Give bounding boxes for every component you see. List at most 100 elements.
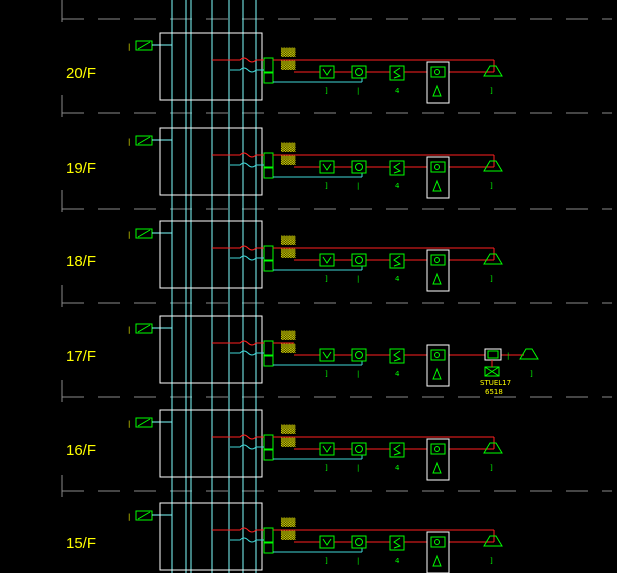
- junction-box: [263, 152, 274, 168]
- wire-label: ▒▒▒: [281, 47, 296, 57]
- cyan-wire: [230, 350, 264, 356]
- floor-panel-box: [159, 502, 263, 571]
- cyan-wire: [230, 67, 264, 73]
- horn-icon: [483, 437, 503, 454]
- device-tick: ]: [325, 464, 328, 472]
- junction-box: [263, 72, 274, 84]
- red-wire: [212, 434, 264, 440]
- panel-icon: [135, 40, 153, 51]
- wire-label: ▒▒▒: [281, 530, 296, 540]
- speaker-icon: [426, 531, 450, 573]
- switch-module-icon: [389, 442, 405, 458]
- device-tick: 4: [395, 557, 400, 565]
- fire-module-icon: [319, 348, 335, 362]
- control-module-icon: [351, 65, 367, 79]
- device-tick: |: [357, 464, 359, 472]
- red-wire: [212, 245, 264, 251]
- switch-module-icon: [389, 348, 405, 364]
- panel-tick: |: [128, 326, 130, 334]
- horn-icon: [483, 530, 503, 547]
- device-tick: |: [357, 370, 359, 378]
- cyan-wire: [230, 444, 264, 450]
- device-tick: ]: [490, 87, 493, 95]
- panel-tick: |: [128, 138, 130, 146]
- extra-device-label: STUEL17: [480, 379, 511, 387]
- speaker-icon: [426, 344, 450, 387]
- junction-box: [263, 57, 274, 73]
- control-module-icon: [351, 535, 367, 549]
- junction-box: [263, 542, 274, 554]
- device-tick: ]: [490, 557, 493, 565]
- device-tick: |: [357, 275, 359, 283]
- panel-icon: [135, 323, 153, 334]
- floor-label: 16/F: [66, 442, 96, 459]
- red-wire: [212, 527, 264, 533]
- panel-tick: |: [128, 231, 130, 239]
- panel-icon: [135, 228, 153, 239]
- panel-tick: |: [128, 43, 130, 51]
- wire-label: ▒▒▒: [281, 235, 296, 245]
- fire-module-icon: [319, 253, 335, 267]
- junction-box: [263, 245, 274, 261]
- wire-label: ▒▒▒: [281, 60, 296, 70]
- horn-icon: [519, 348, 539, 360]
- floor-rows: 20/F|▒▒▒▒▒▒]|4]19/F|▒▒▒▒▒▒]|4]18/F|▒▒▒▒▒…: [66, 32, 539, 573]
- junction-box: [263, 167, 274, 179]
- red-wire: [212, 340, 264, 346]
- junction-box: [263, 355, 274, 367]
- switch-module-icon: [389, 65, 405, 81]
- speaker-icon: [426, 249, 450, 292]
- floor-label: 18/F: [66, 253, 96, 270]
- floor-panel-box: [159, 409, 263, 478]
- switch-module-icon: [389, 253, 405, 269]
- junction-box: [263, 527, 274, 543]
- io-module-icon: [484, 348, 502, 361]
- floor-label: 19/F: [66, 160, 96, 177]
- wire-label: ▒▒▒: [281, 248, 296, 258]
- junction-box: [263, 340, 274, 356]
- panel-icon: [135, 510, 153, 521]
- device-tick: ]: [490, 182, 493, 190]
- fire-module-icon: [319, 65, 335, 79]
- fire-module-icon: [319, 442, 335, 456]
- floor-row: 20/F|▒▒▒▒▒▒]|4]: [66, 32, 503, 104]
- floor-panel-box: [159, 32, 263, 101]
- junction-box: [263, 434, 274, 450]
- floor-row: 19/F|▒▒▒▒▒▒]|4]: [66, 127, 503, 199]
- wire-label: ▒▒▒: [281, 517, 296, 527]
- device-tick: |: [357, 87, 359, 95]
- device-tick: 4: [395, 370, 400, 378]
- speaker-icon: [426, 61, 450, 104]
- red-wire: [212, 57, 264, 63]
- valve-icon: [484, 366, 500, 377]
- floor-panel-box: [159, 315, 263, 384]
- device-tick: |: [357, 182, 359, 190]
- device-tick: 4: [395, 275, 400, 283]
- floor-dividers: [61, 0, 612, 497]
- wire-label: ▒▒▒: [281, 142, 296, 152]
- wire-label: ▒▒▒: [281, 424, 296, 434]
- device-tick: ]: [325, 182, 328, 190]
- floor-label: 17/F: [66, 348, 96, 365]
- cyan-wire: [230, 162, 264, 168]
- device-tick: ]: [490, 464, 493, 472]
- speaker-icon: [426, 438, 450, 481]
- device-tick: 4: [395, 182, 400, 190]
- control-module-icon: [351, 442, 367, 456]
- device-tick: ]: [325, 275, 328, 283]
- device-tick: |: [357, 557, 359, 565]
- panel-tick: |: [128, 420, 130, 428]
- device-tick: ]: [325, 87, 328, 95]
- device-tick: ]: [530, 370, 533, 378]
- floor-panel-box: [159, 220, 263, 289]
- switch-module-icon: [389, 160, 405, 176]
- red-wire: [212, 152, 264, 158]
- control-module-icon: [351, 160, 367, 174]
- horn-icon: [483, 248, 503, 265]
- speaker-icon: [426, 156, 450, 199]
- device-tick: |: [507, 352, 509, 360]
- horn-icon: [483, 155, 503, 172]
- device-tick: ]: [325, 557, 328, 565]
